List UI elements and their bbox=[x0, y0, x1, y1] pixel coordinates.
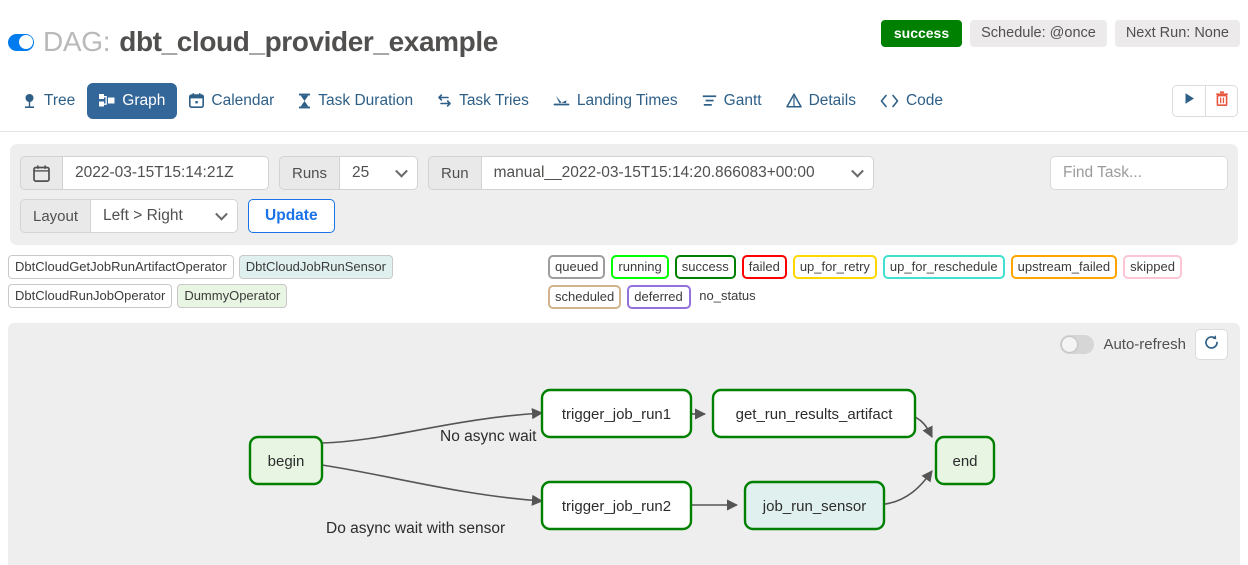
tab-tree[interactable]: Tree bbox=[10, 83, 87, 119]
tab-task-tries[interactable]: Task Tries bbox=[425, 83, 541, 119]
status-badge: success bbox=[880, 20, 963, 47]
node-label: begin bbox=[268, 453, 305, 470]
page-title: DAG: dbt_cloud_provider_example bbox=[8, 26, 498, 58]
run-select[interactable]: manual__2022-03-15T15:14:20.866083+00:00 bbox=[481, 156, 874, 190]
graph-canvas[interactable]: Auto-refresh No async wait bbox=[8, 323, 1240, 565]
gantt-icon bbox=[702, 93, 717, 108]
tab-label: Code bbox=[905, 91, 944, 109]
runs-label: Runs bbox=[279, 156, 341, 190]
calendar-icon bbox=[189, 93, 205, 108]
tab-label: Calendar bbox=[211, 91, 275, 109]
node-label: trigger_job_run1 bbox=[562, 406, 671, 423]
tab-label: Task Tries bbox=[459, 91, 529, 109]
delete-dag-button[interactable] bbox=[1205, 84, 1238, 117]
graph-node-trigger_job_run1[interactable]: trigger_job_run1 bbox=[540, 388, 693, 439]
code-icon bbox=[880, 94, 899, 108]
state-chip-upstream-failed[interactable]: upstream_failed bbox=[1010, 255, 1118, 279]
execution-date-input[interactable]: 2022-03-15T15:14:21Z bbox=[63, 156, 269, 190]
dag-run-filter-bar: 2022-03-15T15:14:21Z Runs 25 Run manual_… bbox=[10, 144, 1238, 245]
execution-date-group: 2022-03-15T15:14:21Z bbox=[20, 156, 269, 190]
node-label: job_run_sensor bbox=[762, 498, 866, 515]
node-label: get_run_results_artifact bbox=[736, 406, 894, 423]
state-chip-up-for-retry[interactable]: up_for_retry bbox=[792, 255, 877, 279]
legend: DbtCloudGetJobRunArtifactOperator DbtClo… bbox=[0, 245, 1248, 315]
find-task-input[interactable]: Find Task... bbox=[1050, 156, 1228, 190]
tab-graph[interactable]: Graph bbox=[87, 82, 178, 119]
tab-landing-times[interactable]: Landing Times bbox=[541, 83, 690, 119]
tab-label: Gantt bbox=[723, 91, 762, 109]
graph-icon bbox=[99, 93, 115, 108]
operator-chip[interactable]: DummyOperator bbox=[177, 284, 288, 308]
state-chip-up-for-reschedule[interactable]: up_for_reschedule bbox=[882, 255, 1005, 279]
dag-graph[interactable]: No async wait Do async wait with sensor … bbox=[8, 323, 1240, 565]
dag-nav-tabs: Tree Graph Calendar Task Duration Task T… bbox=[0, 70, 1248, 132]
state-chip-failed[interactable]: failed bbox=[741, 255, 787, 279]
edge-label-no-async-wait: No async wait bbox=[440, 428, 537, 445]
play-icon bbox=[1183, 92, 1196, 110]
refresh-icon bbox=[1203, 334, 1220, 356]
run-label: Run bbox=[428, 156, 482, 190]
operator-chip[interactable]: DbtCloudGetJobRunArtifactOperator bbox=[8, 255, 234, 279]
node-label: trigger_job_run2 bbox=[562, 498, 671, 515]
tab-label: Details bbox=[808, 91, 856, 109]
tab-calendar[interactable]: Calendar bbox=[177, 83, 286, 119]
tab-gantt[interactable]: Gantt bbox=[690, 83, 774, 119]
schedule-badge[interactable]: Schedule: @once bbox=[970, 20, 1107, 47]
details-icon bbox=[785, 93, 802, 108]
edge-begin-trigger_job_run2[interactable] bbox=[321, 464, 544, 506]
tab-label: Tree bbox=[44, 91, 76, 109]
node-label: end bbox=[952, 453, 977, 470]
runs-group: Runs 25 bbox=[279, 156, 419, 190]
state-chip-queued[interactable]: queued bbox=[548, 255, 606, 279]
landing-times-icon bbox=[553, 93, 570, 108]
edge-begin-trigger_job_run1[interactable] bbox=[321, 408, 544, 444]
tab-label: Landing Times bbox=[576, 91, 678, 109]
tab-label: Task Duration bbox=[318, 91, 414, 109]
graph-node-get_run_results_artifact[interactable]: get_run_results_artifact bbox=[711, 388, 917, 439]
dag-action-buttons bbox=[1172, 84, 1238, 117]
dag-badges: success Schedule: @once Next Run: None bbox=[880, 20, 1240, 47]
layout-label: Layout bbox=[20, 199, 92, 233]
state-chip-no-status: no_status bbox=[699, 288, 756, 303]
dag-pause-toggle-icon[interactable] bbox=[8, 33, 34, 51]
hourglass-icon bbox=[298, 93, 311, 109]
state-chip-skipped[interactable]: skipped bbox=[1123, 255, 1182, 279]
dag-header: DAG: dbt_cloud_provider_example success … bbox=[0, 0, 1248, 70]
dag-name: dbt_cloud_provider_example bbox=[119, 26, 498, 57]
tab-code[interactable]: Code bbox=[868, 83, 955, 119]
run-group: Run manual__2022-03-15T15:14:20.866083+0… bbox=[428, 156, 874, 190]
operator-chip[interactable]: DbtCloudJobRunSensor bbox=[238, 255, 393, 279]
trigger-dag-button[interactable] bbox=[1172, 84, 1205, 117]
graph-node-job_run_sensor[interactable]: job_run_sensor bbox=[743, 480, 886, 531]
auto-refresh-toggle[interactable] bbox=[1060, 335, 1095, 354]
dag-prefix-label: DAG: bbox=[43, 26, 111, 57]
graph-node-begin[interactable]: begin bbox=[248, 435, 324, 486]
refresh-button[interactable] bbox=[1195, 329, 1228, 360]
state-chip-running[interactable]: running bbox=[611, 255, 669, 279]
edge-label-do-async-wait-with-sensor: Do async wait with sensor bbox=[326, 520, 505, 537]
operator-legend: DbtCloudGetJobRunArtifactOperator DbtClo… bbox=[8, 255, 548, 308]
operator-chip[interactable]: DbtCloudRunJobOperator bbox=[8, 284, 173, 308]
calendar-icon[interactable] bbox=[20, 156, 63, 190]
auto-refresh-controls: Auto-refresh bbox=[1060, 329, 1228, 360]
state-chip-deferred[interactable]: deferred bbox=[627, 285, 692, 309]
trash-icon bbox=[1215, 90, 1229, 111]
state-chip-success[interactable]: success bbox=[674, 255, 736, 279]
state-chip-scheduled[interactable]: scheduled bbox=[548, 285, 622, 309]
retry-icon bbox=[437, 93, 452, 108]
next-run-badge: Next Run: None bbox=[1114, 20, 1240, 47]
tab-details[interactable]: Details bbox=[774, 83, 868, 119]
tab-label: Graph bbox=[122, 91, 166, 109]
state-legend: queued running success failed up_for_ret… bbox=[548, 255, 1240, 309]
auto-refresh-label: Auto-refresh bbox=[1103, 336, 1186, 353]
update-button[interactable]: Update bbox=[248, 199, 335, 233]
tree-icon bbox=[22, 93, 37, 109]
tab-task-duration[interactable]: Task Duration bbox=[286, 83, 425, 119]
graph-node-trigger_job_run2[interactable]: trigger_job_run2 bbox=[540, 480, 693, 531]
layout-select[interactable]: Left > Right bbox=[91, 199, 239, 233]
runs-select[interactable]: 25 bbox=[340, 156, 419, 190]
graph-node-end[interactable]: end bbox=[934, 435, 996, 486]
layout-group: Layout Left > Right bbox=[20, 199, 239, 233]
